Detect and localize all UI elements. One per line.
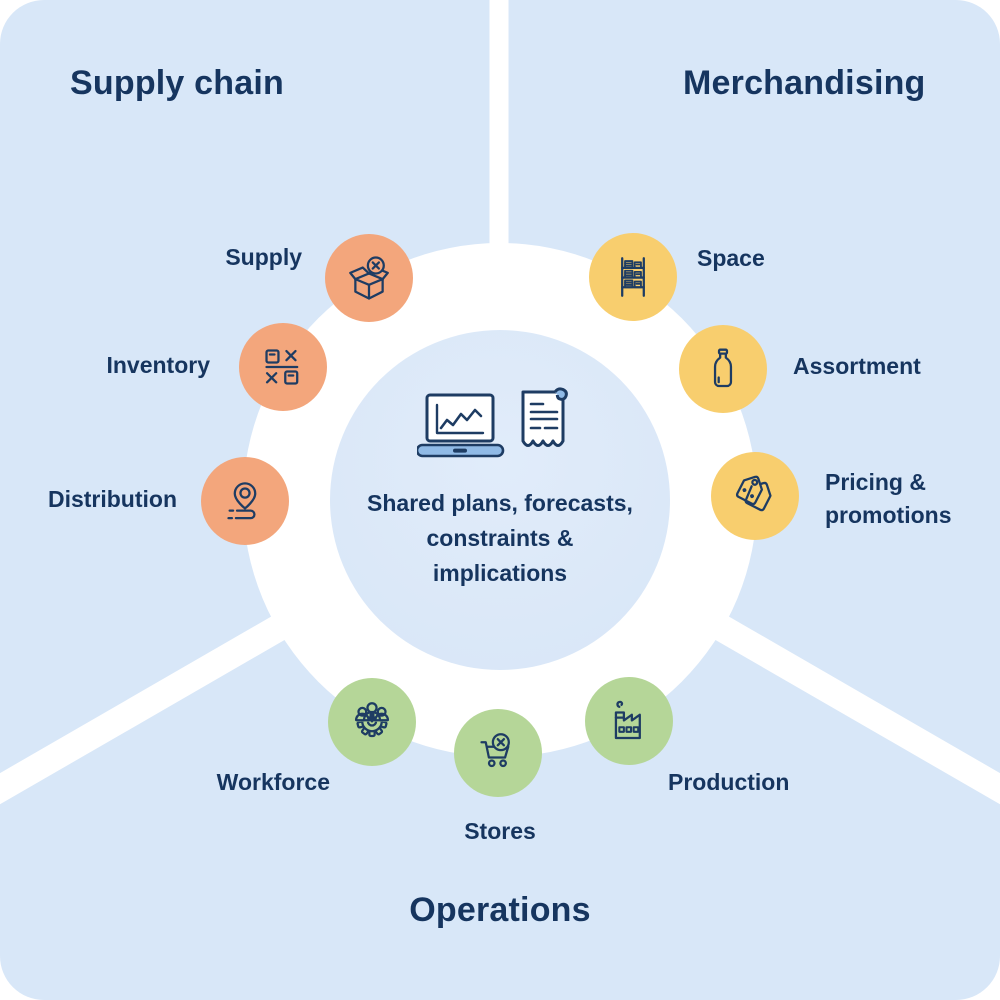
bottle-icon <box>713 348 733 388</box>
pricing-bubble <box>711 452 799 540</box>
production-label: Production <box>668 769 790 795</box>
pricing-line1: Pricing & <box>825 469 926 495</box>
supply-bubble <box>325 234 413 322</box>
cart-x-icon <box>480 733 510 768</box>
center-text-line1: Shared plans, forecasts, <box>367 490 633 516</box>
center-icons <box>415 386 575 469</box>
operations-title: Operations <box>409 891 591 929</box>
inventory-bubble <box>239 323 327 411</box>
center-text-line2: constraints & <box>426 525 574 551</box>
people-gear-icon <box>354 702 390 738</box>
pricing-promotions-label: Pricing & promotions <box>825 466 952 532</box>
factory-icon <box>614 700 641 740</box>
supply-chain-title: Supply chain <box>70 64 284 102</box>
space-bubble <box>589 233 677 321</box>
count-calculation-icon <box>265 349 299 385</box>
workforce-label: Workforce <box>216 769 330 795</box>
production-bubble <box>585 677 673 765</box>
distribution-label: Distribution <box>47 486 177 512</box>
open-box-x-icon <box>349 256 389 300</box>
receipt-icon <box>521 387 568 447</box>
center-circle <box>330 330 670 670</box>
space-label: Space <box>697 245 765 271</box>
shelf-rack-icon <box>621 257 645 297</box>
workforce-bubble <box>328 678 416 766</box>
pricing-line2: promotions <box>825 502 952 528</box>
laptop-chart-icon <box>415 393 505 458</box>
assortment-bubble <box>679 325 767 413</box>
center-text: Shared plans, forecasts, constraints & i… <box>320 486 680 591</box>
assortment-label: Assortment <box>793 353 921 379</box>
inventory-label: Inventory <box>106 352 210 378</box>
distribution-bubble <box>201 457 289 545</box>
price-tags-icon <box>735 475 772 512</box>
stores-bubble <box>454 709 542 797</box>
merchandising-title: Merchandising <box>683 64 926 102</box>
stores-label: Stores <box>464 818 536 844</box>
location-route-icon <box>227 482 257 520</box>
center-text-line3: implications <box>432 560 568 586</box>
supply-label: Supply <box>225 244 302 270</box>
